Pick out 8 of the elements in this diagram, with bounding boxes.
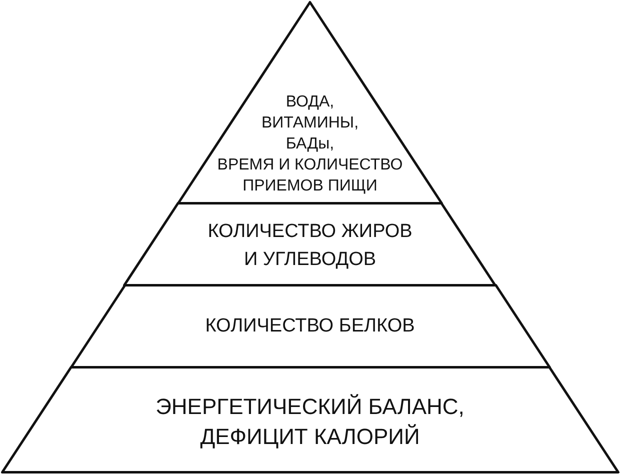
- pyramid-tier: [70, 284, 550, 368]
- tier-label: КОЛИЧЕСТВО ЖИРОВ И УГЛЕВОДОВ: [206, 220, 413, 272]
- pyramid-tier: [0, 366, 620, 474]
- tier-label: ВОДА, ВИТАМИНЫ, БАДы, ВРЕМЯ И КОЛИЧЕСТВО ПРИЕМОВ ПИЩИ: [216, 92, 404, 196]
- tier-label: КОЛИЧЕСТВО БЕЛКОВ: [204, 314, 416, 338]
- pyramid-tier: [123, 202, 497, 286]
- tier-label: ЭНЕРГЕТИЧЕСКИЙ БАЛАНС, ДЕФИЦИТ КАЛОРИЙ: [155, 393, 465, 451]
- pyramid-apex-tier: [177, 0, 443, 204]
